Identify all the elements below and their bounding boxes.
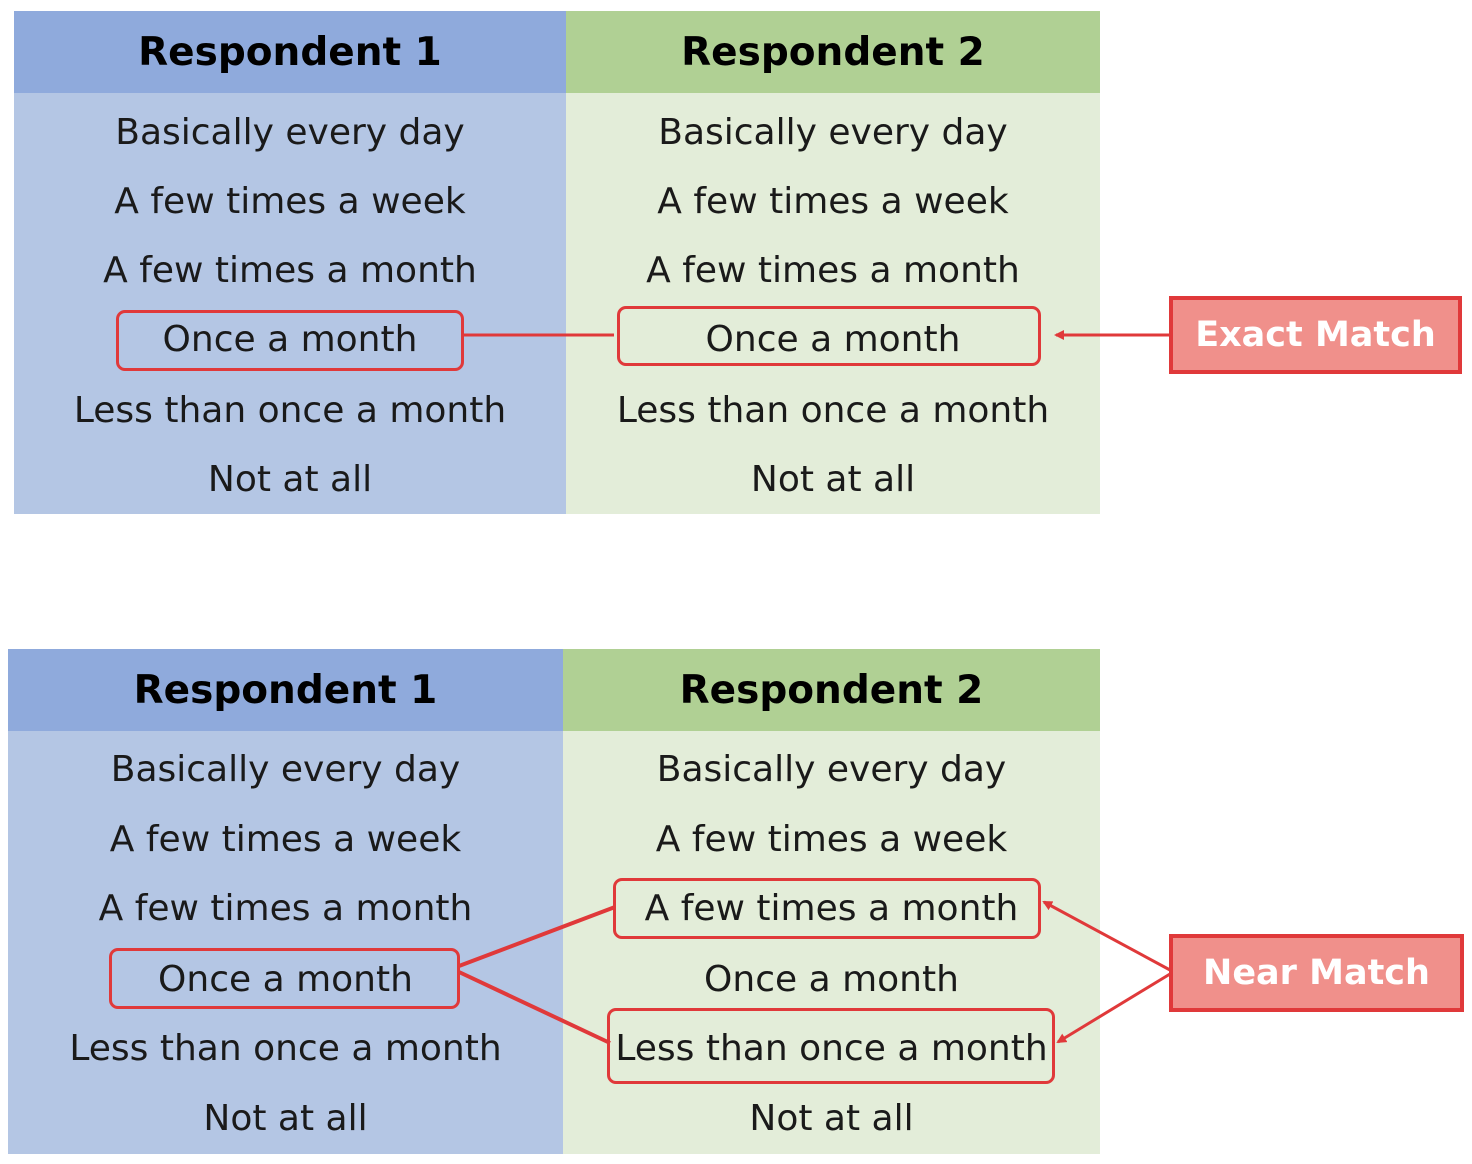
option-not-at-all: Not at all bbox=[207, 458, 373, 500]
option-less-than-once-month: Less than once a month bbox=[73, 389, 507, 431]
option-few-times-month: A few times a month bbox=[646, 249, 1020, 291]
near-r1-once-a-month-highlight bbox=[109, 948, 460, 1009]
near-match-label: Near Match bbox=[1169, 934, 1464, 1012]
respondent-1-header: Respondent 1 bbox=[8, 649, 563, 731]
exact-r1-once-a-month-highlight bbox=[116, 310, 464, 371]
option-less-than-once-month: Less than once a month bbox=[615, 1027, 1048, 1069]
option-few-times-week: A few times a week bbox=[109, 818, 462, 860]
near-r2-less-than-once-highlight bbox=[607, 1008, 1055, 1084]
option-not-at-all: Not at all bbox=[749, 1097, 914, 1139]
exact-match-label: Exact Match bbox=[1169, 296, 1462, 374]
option-few-times-week: A few times a week bbox=[114, 180, 466, 222]
option-few-times-month: A few times a month bbox=[103, 249, 477, 291]
respondent-2-header: Respondent 2 bbox=[563, 649, 1100, 731]
option-once-a-month: Once a month bbox=[705, 318, 961, 360]
option-once-a-month: Once a month bbox=[162, 318, 418, 360]
option-basically-every-day: Basically every day bbox=[658, 111, 1008, 153]
respondent-1-column: Respondent 1 Basically every day A few t… bbox=[14, 11, 566, 514]
option-few-times-week: A few times a week bbox=[655, 818, 1008, 860]
exact-r2-once-a-month-highlight bbox=[617, 306, 1041, 366]
respondent-1-column: Respondent 1 Basically every day A few t… bbox=[8, 649, 563, 1154]
respondent-1-header: Respondent 1 bbox=[14, 11, 566, 93]
option-not-at-all: Not at all bbox=[750, 458, 916, 500]
option-basically-every-day: Basically every day bbox=[656, 748, 1007, 790]
option-less-than-once-month: Less than once a month bbox=[616, 389, 1050, 431]
option-once-a-month: Once a month bbox=[158, 958, 413, 1000]
respondent-2-column: Respondent 2 Basically every day A few t… bbox=[563, 649, 1100, 1154]
option-basically-every-day: Basically every day bbox=[110, 748, 461, 790]
option-less-than-once-month: Less than once a month bbox=[69, 1027, 502, 1069]
exact-match-panel: Respondent 1 Basically every day A few t… bbox=[14, 11, 1100, 514]
option-few-times-month: A few times a month bbox=[98, 887, 473, 929]
option-once-a-month: Once a month bbox=[704, 958, 959, 1000]
option-basically-every-day: Basically every day bbox=[115, 111, 465, 153]
option-not-at-all: Not at all bbox=[203, 1097, 368, 1139]
option-few-times-week: A few times a week bbox=[657, 180, 1009, 222]
near-r2-few-times-month-highlight bbox=[613, 878, 1041, 939]
near-match-panel: Respondent 1 Basically every day A few t… bbox=[8, 649, 1100, 1154]
respondent-2-column: Respondent 2 Basically every day A few t… bbox=[566, 11, 1100, 514]
respondent-2-header: Respondent 2 bbox=[566, 11, 1100, 93]
option-few-times-month: A few times a month bbox=[644, 887, 1019, 929]
